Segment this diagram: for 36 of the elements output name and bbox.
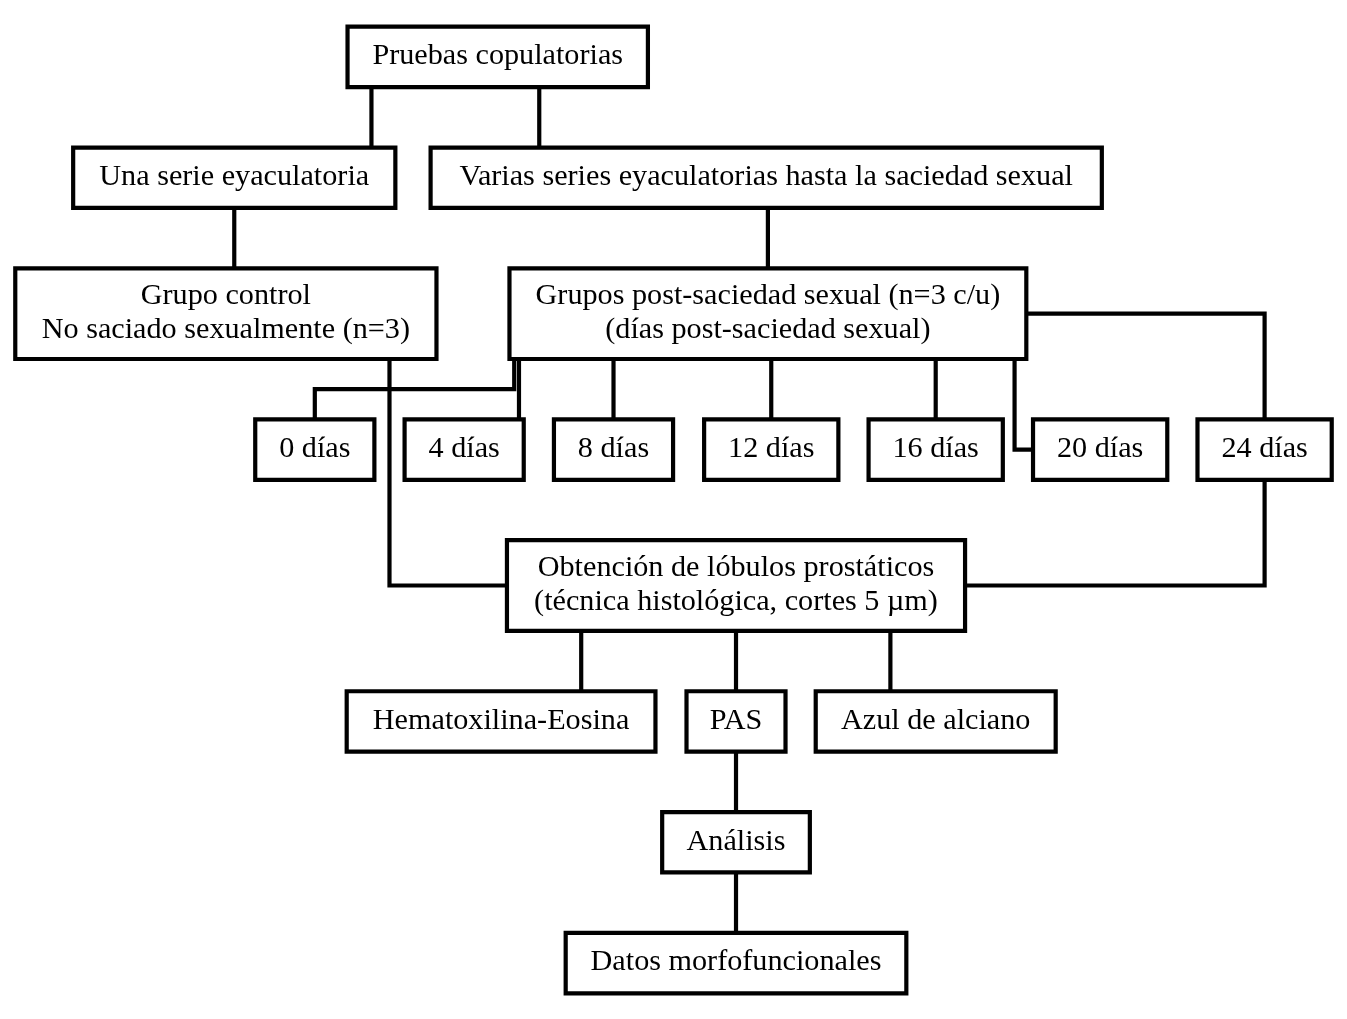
connector — [1012, 359, 1033, 452]
node-box: 20 días — [1030, 416, 1170, 482]
node-box: 4 días — [402, 416, 526, 482]
node-box: PAS — [684, 688, 788, 754]
connector — [965, 479, 1267, 588]
connector — [888, 631, 893, 690]
node-box: Datos morfofuncionales — [563, 930, 909, 995]
connector — [387, 358, 507, 588]
node-box: Hematoxilina-Eosina — [344, 688, 658, 754]
node-box: Análisis — [660, 809, 812, 875]
connector — [232, 208, 237, 268]
node-box: 24 días — [1195, 416, 1334, 482]
connector — [611, 359, 616, 419]
node-box: Una serie eyaculatoria — [71, 144, 398, 210]
connector — [369, 86, 374, 147]
connector — [312, 358, 517, 419]
connector — [765, 208, 770, 268]
connector — [1026, 311, 1267, 419]
node-box: 8 días — [551, 416, 676, 482]
connector — [516, 359, 522, 419]
node-box: Grupos post-saciedad sexual (n=3 c/u) (días post-saciedad sexual) — [507, 265, 1029, 361]
connector — [579, 631, 584, 690]
node-box: Pruebas copulatorias — [345, 24, 650, 89]
connector — [769, 359, 774, 419]
connector — [537, 86, 542, 147]
connector — [933, 359, 938, 419]
node-box: 12 días — [702, 416, 841, 482]
node-box: 0 días — [253, 416, 377, 482]
node-box: Grupo control No saciado sexualmente (n=3) — [13, 265, 439, 361]
node-box: Azul de alciano — [813, 688, 1058, 754]
node-box: Varias series eyaculatorias hasta la saciedad sexual — [428, 144, 1104, 210]
node-box: 16 días — [866, 416, 1005, 482]
connector — [733, 751, 739, 811]
node-box: Obtención de lóbulos prostáticos (técnica histológica, cortes 5 µm) — [504, 537, 968, 633]
connector — [733, 872, 739, 932]
connector — [733, 631, 739, 690]
